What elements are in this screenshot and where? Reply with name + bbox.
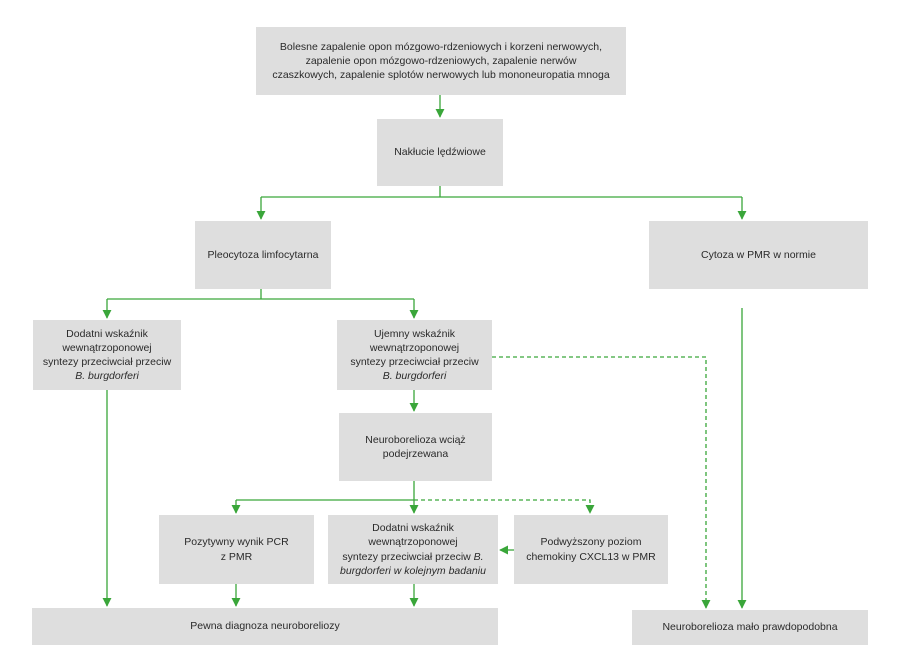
node-positive2-line-1: Dodatni wskaźnik [372,522,454,535]
node-cxcl13: Podwyższony poziom chemokiny CXCL13 w PM… [514,515,668,584]
node-cxcl-line-1: Podwyższony poziom [540,536,642,549]
node-negative-index: Ujemny wskaźnik wewnątrzoponowej syntezy… [337,320,492,390]
node-certain-label: Pewna diagnoza neuroboreliozy [190,620,340,633]
node-certain-diagnosis: Pewna diagnoza neuroboreliozy [32,608,498,645]
arrow-to-cxcl-dashed [414,499,595,514]
node-positive-index-repeat: Dodatni wskaźnik wewnątrzoponowej syntez… [328,515,498,584]
node-positive-italic: B. burgdorferi [75,370,139,383]
node-positive2-line-3: syntezy przeciwciał przeciw [342,550,471,563]
node-positive2-italic-b: burgdorferi w kolejnym badaniu [340,564,486,577]
node-cxcl-line-2: chemokiny CXCL13 w PMR [526,550,656,563]
node-unlikely: Neuroborelioza mało prawdopodobna [632,610,868,645]
node-positive-line-3: syntezy przeciwciał przeciw [42,356,172,368]
node-start-line-2: zapalenie opon mózgowo-rdzeniowych, zapa… [305,54,577,67]
node-negative-line-2: wewnątrzoponowej [369,341,460,354]
node-pcr-line-1: Pozytywny wynik PCR [184,536,289,549]
node-positive2-line-2: wewnątrzoponowej [368,536,458,549]
node-lumbar-puncture: Nakłucie lędźwiowe [377,119,503,186]
node-suspected-line-1: Neuroborelioza wciąż [365,433,466,446]
node-positive-line-2: wewnątrzoponowej [62,341,152,354]
node-start-line-1: Bolesne zapalenie opon mózgowo-rdzeniowy… [279,40,603,53]
node-pleocytosis: Pleocytoza limfocytarna [195,221,331,289]
node-positive-index: Dodatni wskaźnik wewnątrzoponowej syntez… [33,320,181,390]
node-pcr-line-2: z PMR [220,550,253,563]
node-lumbar-label: Nakłucie lędźwiowe [394,146,486,159]
node-normal-label: Cytoza w PMR w normie [701,248,816,261]
node-start: Bolesne zapalenie opon mózgowo-rdzeniowy… [256,27,626,95]
node-pleo-label: Pleocytoza limfocytarna [207,248,319,261]
node-normal-cytosis: Cytoza w PMR w normie [649,221,868,289]
node-negative-italic: B. burgdorferi [382,370,447,383]
node-pcr-positive: Pozytywny wynik PCR z PMR [159,515,314,584]
node-negative-line-3: syntezy przeciwciał przeciw [350,356,479,368]
arrow-negative-to-unlikely-dashed [492,356,711,609]
node-unlikely-label: Neuroborelioza mało prawdopodobna [662,621,838,634]
node-start-line-3: czaszkowych, zapalenie splotów nerwowych… [272,69,610,82]
node-negative-line-1: Ujemny wskaźnik [373,327,456,340]
node-positive2-italic-a: B. [473,550,484,563]
node-positive-line-1: Dodatni wskaźnik [66,327,148,340]
node-still-suspected: Neuroborelioza wciąż podejrzewana [339,413,492,481]
node-suspected-line-2: podejrzewana [382,448,449,460]
